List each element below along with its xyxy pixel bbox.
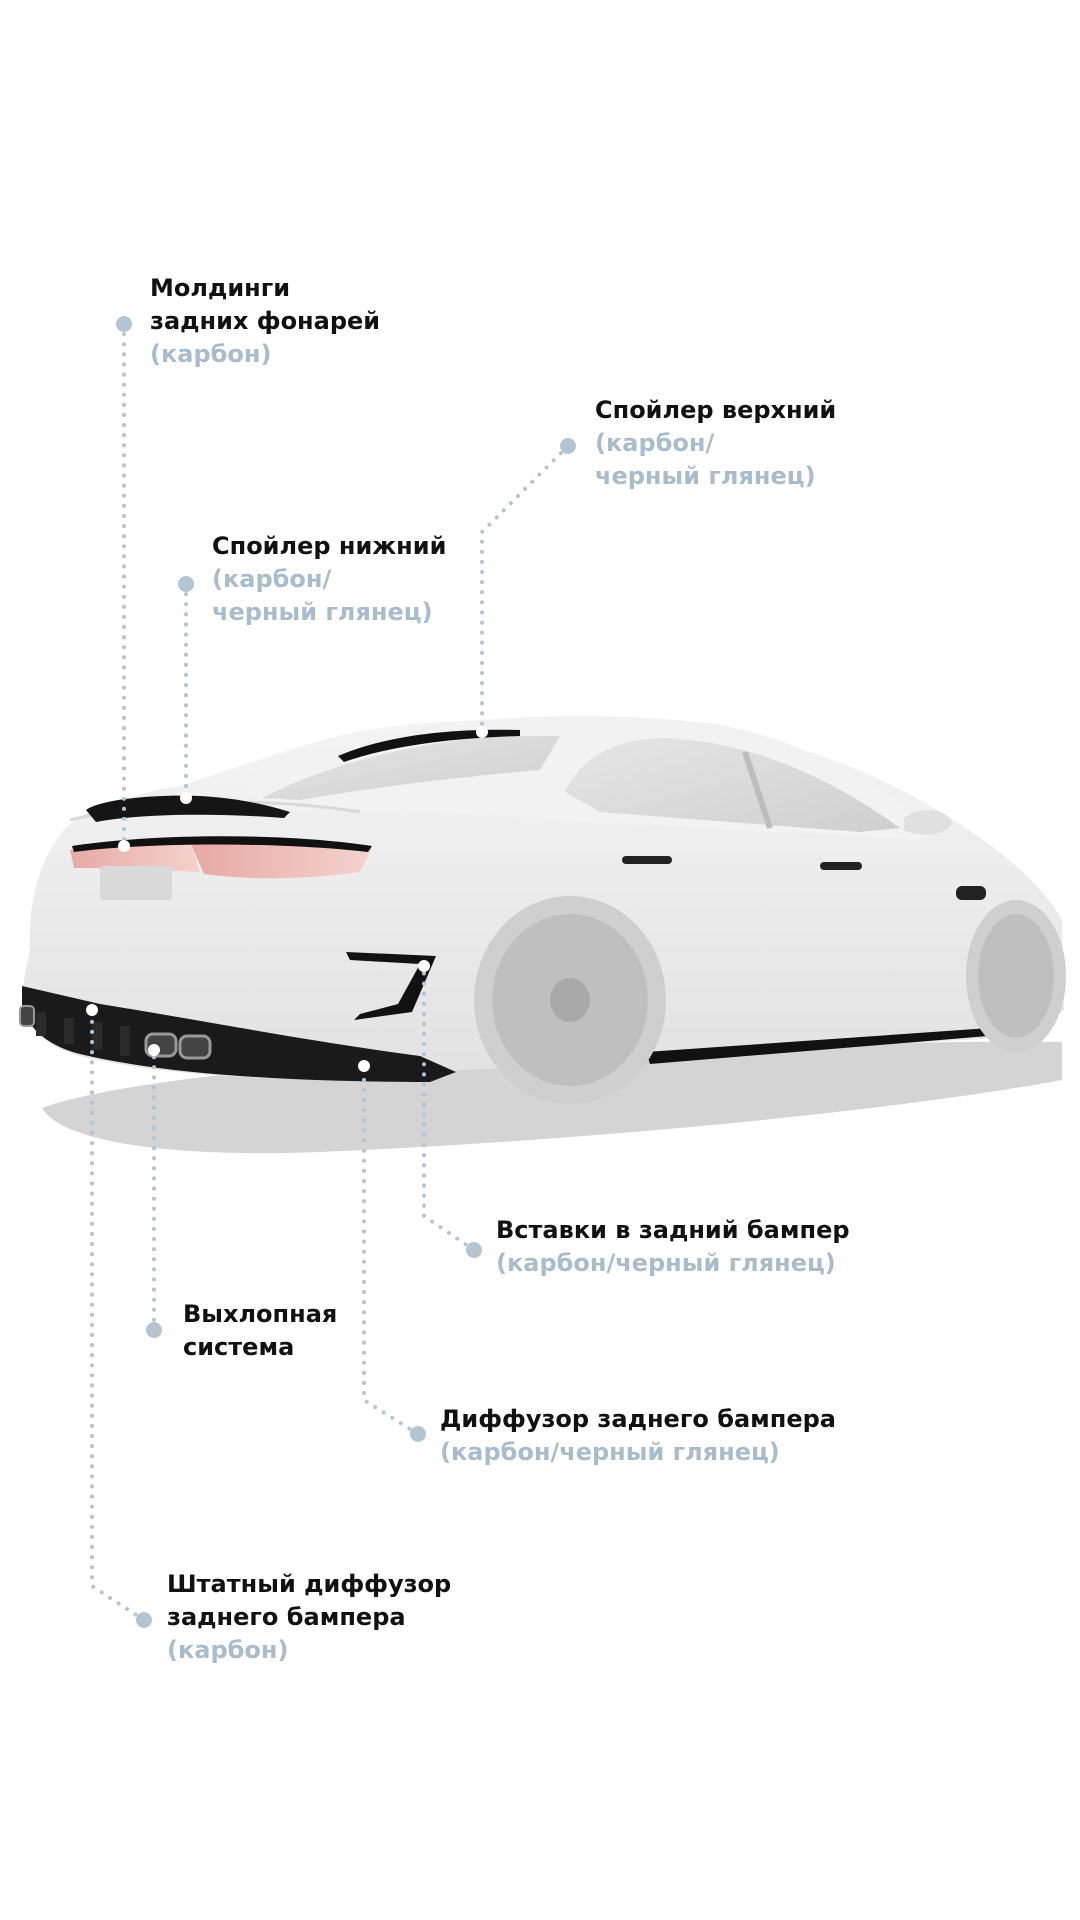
callout-title: заднего бампера <box>167 1603 406 1631</box>
callout-title: Выхлопная <box>183 1300 338 1328</box>
callout-title: Спойлер нижний <box>212 532 447 560</box>
anchor-bumper-inserts <box>418 960 430 972</box>
callout-lower-spoiler: Спойлер нижний (карбон/ черный глянец) <box>212 530 446 629</box>
callout-title: Диффузор заднего бампера <box>440 1405 836 1433</box>
callout-material: черный глянец) <box>212 598 433 626</box>
callout-dot-upper-spoiler <box>560 438 576 454</box>
callout-title: Молдинги <box>150 274 291 302</box>
anchor-exhaust <box>148 1044 160 1056</box>
tail-light-right <box>190 840 372 879</box>
leader-upper-spoiler <box>480 444 570 734</box>
leader-bumper-inserts <box>422 964 476 1252</box>
rear-window <box>262 736 560 800</box>
diffuser-fins <box>36 1012 130 1056</box>
callout-dot-bumper-diffuser <box>410 1426 426 1442</box>
callout-dot-taillight-moldings <box>116 316 132 332</box>
callout-exhaust: Выхлопная система <box>183 1298 337 1364</box>
side-window <box>565 738 900 832</box>
anchor-stock-diffuser <box>86 1004 98 1016</box>
leader-stock-diffuser <box>90 1008 146 1622</box>
callout-material: (карбон/черный глянец) <box>440 1438 780 1466</box>
lower-spoiler-part <box>86 795 290 822</box>
anchor-upper-spoiler <box>476 726 488 738</box>
callout-material: черный глянец) <box>595 462 816 490</box>
callout-material: (карбон) <box>167 1636 289 1664</box>
callout-upper-spoiler: Спойлер верхний (карбон/ черный глянец) <box>595 394 836 493</box>
callout-bumper-inserts: Вставки в задний бампер (карбон/черный г… <box>496 1214 850 1280</box>
rear-diffuser-part <box>22 986 456 1082</box>
callout-dot-exhaust <box>146 1322 162 1338</box>
anchor-bumper-diffuser <box>358 1060 370 1072</box>
exhaust-tips <box>19 1005 212 1060</box>
callout-material: (карбон/черный глянец) <box>496 1249 836 1277</box>
leader-bumper-diffuser <box>362 1064 420 1436</box>
side-mirror <box>904 810 952 835</box>
rear-wheel <box>474 896 666 1104</box>
callout-bumper-diffuser: Диффузор заднего бампера (карбон/черный … <box>440 1403 836 1469</box>
callout-dot-bumper-inserts <box>466 1242 482 1258</box>
callout-title: Спойлер верхний <box>595 396 837 424</box>
callout-title: система <box>183 1333 295 1361</box>
upper-spoiler-part <box>338 729 520 762</box>
taillight-molding-part <box>72 836 372 852</box>
callout-title: задних фонарей <box>150 307 381 335</box>
callout-material: (карбон/ <box>595 429 715 457</box>
callout-title: Штатный диффузор <box>167 1570 452 1598</box>
callout-dot-stock-diffuser <box>136 1612 152 1628</box>
callout-title: Вставки в задний бампер <box>496 1216 850 1244</box>
license-plate-recess <box>100 866 172 900</box>
callout-taillight-moldings: Молдинги задних фонарей (карбон) <box>150 272 380 371</box>
callout-stock-diffuser: Штатный диффузор заднего бампера (карбон… <box>167 1568 451 1667</box>
side-skirt-part <box>646 1028 990 1064</box>
anchor-lower-spoiler <box>180 792 192 804</box>
callout-material: (карбон) <box>150 340 272 368</box>
anchor-taillight-moldings <box>118 840 130 852</box>
callout-material: (карбон/ <box>212 565 332 593</box>
bumper-insert-part <box>346 952 436 1020</box>
callout-dot-lower-spoiler <box>178 576 194 592</box>
front-wheel <box>966 900 1066 1052</box>
